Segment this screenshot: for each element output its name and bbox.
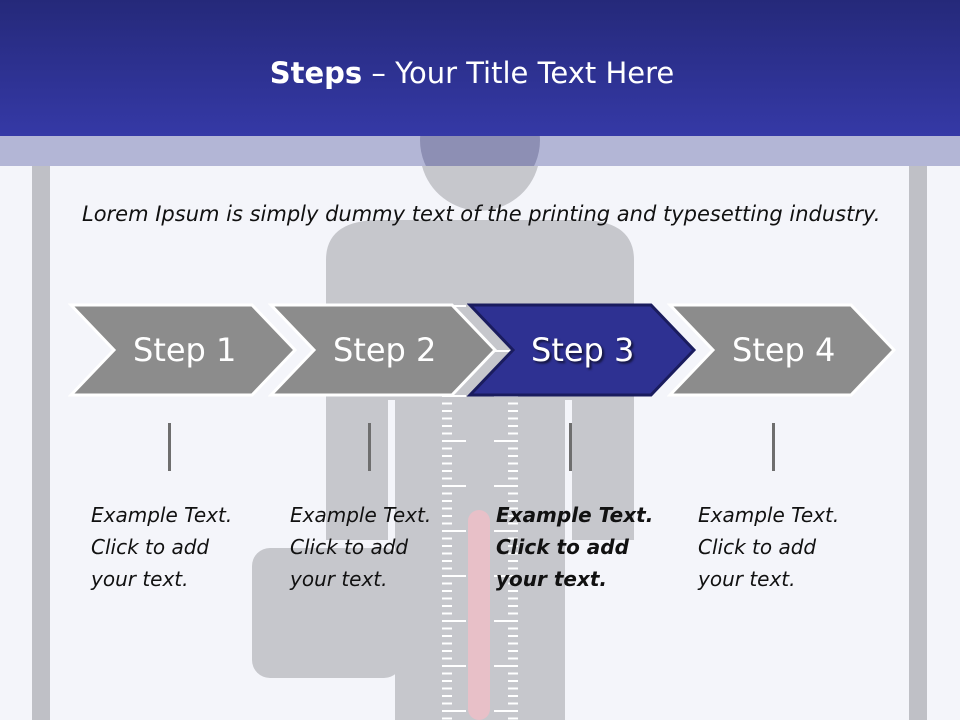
person-silhouette-icon [252, 80, 634, 720]
step-chevron-1[interactable]: Step 1 [68, 300, 300, 400]
step-description-3[interactable]: Example Text. Click to add your text. [496, 503, 654, 591]
step-connector [569, 423, 572, 471]
right-frame-pole [909, 136, 927, 720]
left-frame-pole [32, 136, 50, 720]
chevron-shape [667, 303, 897, 397]
step-connector [368, 423, 371, 471]
slide-title: Steps – Your Title Text Here [0, 56, 944, 90]
chevron-shape [68, 303, 298, 397]
step-description-1[interactable]: Example Text. Click to add your text. [91, 503, 233, 591]
step-chevron-4[interactable]: Step 4 [667, 300, 899, 400]
step-label: Step 3 [531, 331, 635, 369]
title-bar [0, 0, 960, 136]
step-chevron-3[interactable]: Step 3 [467, 300, 699, 400]
title-rest: – Your Title Text Here [362, 56, 675, 90]
title-bold: Steps [269, 56, 363, 90]
step-label: Step 2 [333, 331, 437, 369]
intro-text[interactable]: Lorem Ipsum is simply dummy text of the … [82, 202, 881, 226]
step-label: Step 4 [732, 331, 836, 369]
chevron-shape [268, 303, 498, 397]
step-description-2[interactable]: Example Text. Click to add your text. [290, 503, 432, 591]
thermometer-bar [468, 510, 490, 720]
step-connector [772, 423, 775, 471]
step-label: Step 1 [133, 331, 237, 369]
chevron-shape [467, 303, 697, 397]
step-chevron-2[interactable]: Step 2 [268, 300, 500, 400]
step-description-4[interactable]: Example Text. Click to add your text. [698, 503, 840, 591]
step-connector [168, 423, 171, 471]
